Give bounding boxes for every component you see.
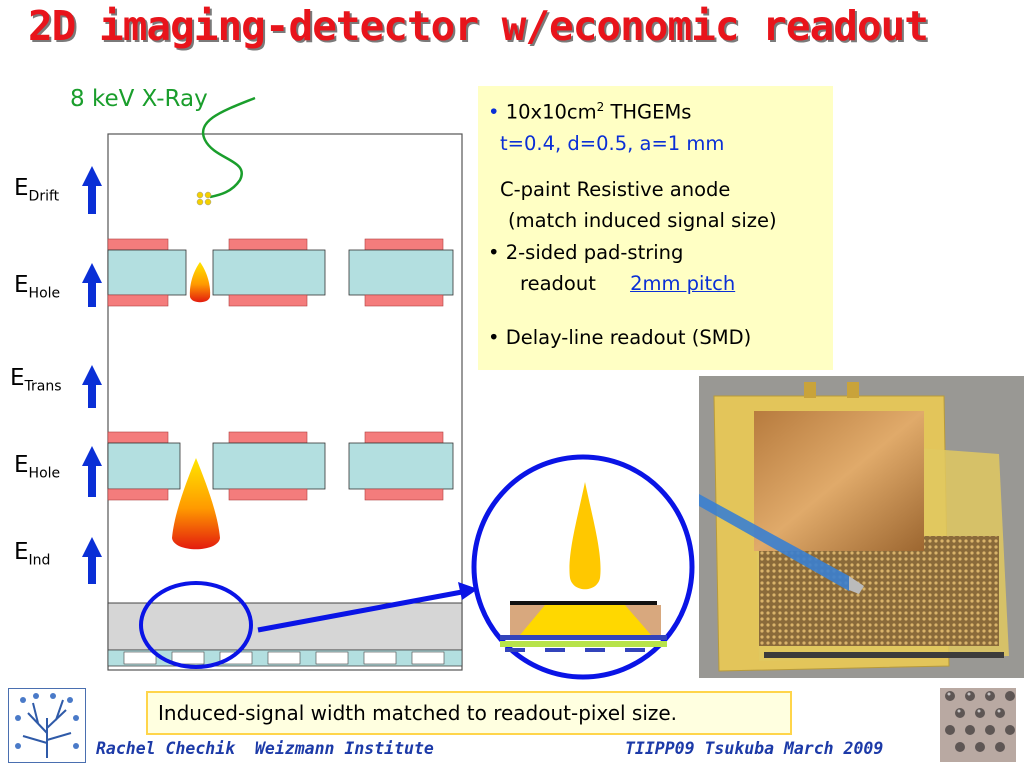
- spec-line-dimensions: t=0.4, d=0.5, a=1 mm: [500, 132, 725, 155]
- xray-wave: [201, 96, 256, 199]
- slide-title: 2D imaging-detector w/economic readout: [28, 2, 929, 50]
- xray-label: 8 keV X-Ray: [70, 86, 208, 112]
- zoom-region-circle: [139, 581, 253, 669]
- photoelectron-cluster: [196, 191, 212, 206]
- field-label-ind: EInd: [14, 539, 51, 569]
- specs-box: • 10x10cm2 THGEMs t=0.4, d=0.5, a=1 mm C…: [478, 86, 833, 370]
- avalanche-1: [189, 262, 211, 303]
- spec-line-padstring: • 2-sided pad-string: [488, 240, 684, 264]
- avalanche-2: [172, 458, 220, 550]
- zoom-arrow-head: [458, 582, 478, 600]
- field-label-drift: EDrift: [14, 175, 60, 205]
- detector-photo: [699, 376, 1024, 678]
- zoom-arrow-line: [257, 589, 463, 633]
- spec-line-anode-note: (match induced signal size): [508, 209, 777, 232]
- spec-line-anode: C-paint Resistive anode: [500, 177, 731, 201]
- weizmann-logo: [8, 688, 86, 763]
- caption-box: Induced-signal width matched to readout-…: [146, 691, 792, 735]
- field-label-trans: ETrans: [10, 365, 62, 395]
- field-arrows: [82, 166, 102, 584]
- thgem-1: [107, 238, 454, 307]
- spec-line-readout: readout 2mm pitch: [520, 272, 736, 295]
- detector-frame: [107, 133, 463, 671]
- footer-author: Rachel Chechik: [96, 739, 236, 758]
- thgem-2: [107, 431, 454, 550]
- field-label-hole-2: EHole: [14, 452, 61, 482]
- footer-institute: Weizmann Institute: [255, 739, 434, 758]
- pitch-link[interactable]: 2mm pitch: [630, 272, 736, 295]
- field-label-hole-1: EHole: [14, 272, 61, 302]
- zoom-detail: [500, 482, 667, 652]
- footer-event: TIIPP09 Tsukuba March 2009: [625, 739, 884, 758]
- spec-line-thgem: • 10x10cm2 THGEMs: [488, 100, 692, 124]
- detector-schematic: [82, 96, 695, 680]
- spec-line-delayline: • Delay-line readout (SMD): [488, 325, 752, 349]
- thgem-hole-pattern-image: [940, 688, 1016, 762]
